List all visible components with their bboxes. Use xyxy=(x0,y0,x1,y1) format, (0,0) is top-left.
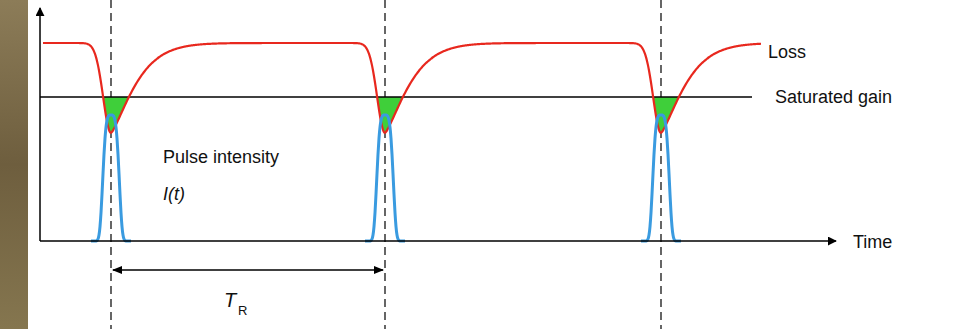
saturated-gain-line xyxy=(40,96,752,97)
period-subscript: R xyxy=(238,300,247,322)
pulse-intensity xyxy=(641,115,681,241)
period-symbol: T xyxy=(224,289,236,311)
curve-label: Saturated gain xyxy=(775,86,892,108)
pulse-intensity xyxy=(365,115,405,241)
y-axis xyxy=(39,8,41,241)
period-markers xyxy=(111,0,661,329)
loss-gain-curves xyxy=(40,43,761,241)
photo-strip xyxy=(0,0,28,329)
loss-curve xyxy=(43,43,761,133)
pulse-label: Pulse intensity xyxy=(163,146,279,168)
period-arrow xyxy=(113,269,383,270)
pulse-intensity xyxy=(91,115,131,241)
signal-name: I(t) xyxy=(163,183,185,205)
axis-label: Time xyxy=(853,231,892,253)
curve-label: Loss xyxy=(768,41,806,63)
x-axis xyxy=(40,240,836,242)
